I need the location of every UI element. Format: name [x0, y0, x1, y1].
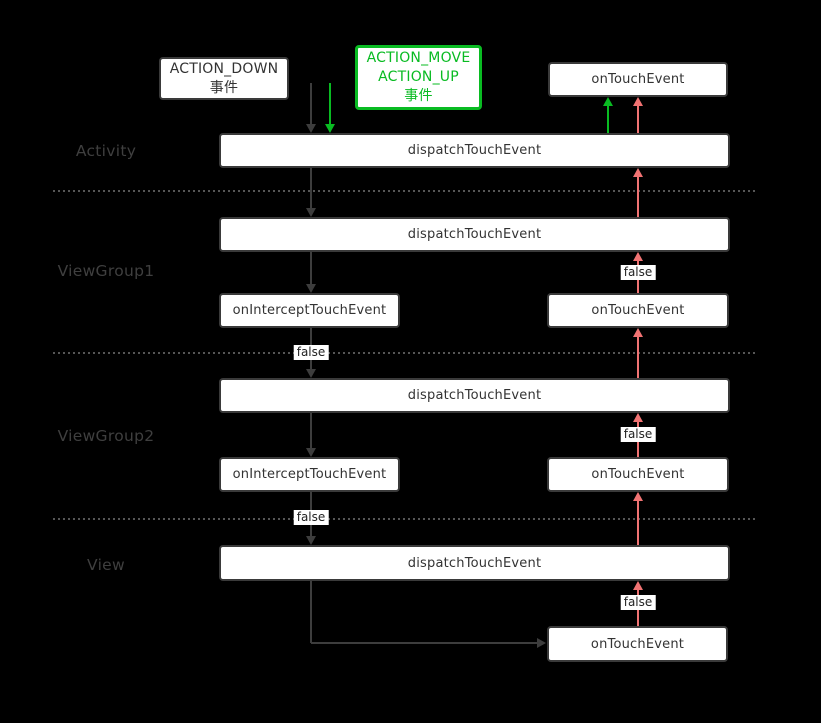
view-dispatch-elbow-vertical-line: [310, 581, 312, 643]
activity-to-viewgroup1-line: [310, 168, 312, 209]
activity-to-ontouch-green-line: [607, 106, 609, 133]
arrow-down-icon: [306, 208, 316, 217]
view-ontouchevent-box: onTouchEvent: [547, 626, 728, 662]
arrow-down-icon: [306, 369, 316, 378]
red-arrow-up-icon: [633, 413, 643, 422]
red-arrow-up-icon: [633, 168, 643, 177]
separator-viewgroup1-viewgroup2: [53, 352, 758, 354]
viewgroup1-dispatchtouchevent-label: dispatchTouchEvent: [407, 227, 542, 242]
view-dispatchtouchevent-label: dispatchTouchEvent: [407, 555, 542, 571]
action-move-line1: ACTION_MOVE: [366, 50, 471, 66]
action-down-event-box: ACTION_DOWN 事件: [159, 57, 289, 100]
viewgroup2-intercept-false-label: false: [293, 510, 329, 525]
action-down-line2: 事件: [209, 79, 239, 96]
row-label-activity: Activity: [75, 142, 137, 160]
viewgroup1-dispatch-to-intercept-line: [310, 252, 312, 285]
viewgroup2-to-viewgroup1-return-line: [637, 337, 639, 378]
viewgroup1-onintercepttouchevent-box: onInterceptTouchEvent: [219, 293, 400, 328]
viewgroup1-ontouch-false-label: false: [620, 265, 656, 280]
action-move-flow-line: [329, 83, 331, 125]
view-ontouch-false-label: false: [620, 595, 656, 610]
viewgroup1-onintercepttouchevent-label: onInterceptTouchEvent: [232, 303, 387, 318]
red-arrow-up-icon: [633, 581, 643, 590]
viewgroup2-onintercepttouchevent-label: onInterceptTouchEvent: [232, 467, 387, 482]
viewgroup1-to-activity-return-line: [637, 177, 639, 217]
red-arrow-up-icon: [633, 492, 643, 501]
viewgroup2-ontouchevent-label: onTouchEvent: [591, 467, 685, 482]
arrow-down-icon: [306, 284, 316, 293]
action-move-line3: 事件: [404, 88, 433, 104]
action-down-line1: ACTION_DOWN: [169, 60, 279, 77]
arrow-down-icon: [306, 536, 316, 545]
activity-dispatchtouchevent-label: dispatchTouchEvent: [407, 143, 542, 158]
view-to-viewgroup2-return-line: [637, 501, 639, 545]
view-dispatch-elbow-horizontal-line: [311, 642, 537, 644]
action-move-up-event-box: ACTION_MOVE ACTION_UP 事件: [355, 45, 482, 110]
activity-dispatchtouchevent-box: dispatchTouchEvent: [219, 133, 730, 168]
arrow-down-icon: [306, 448, 316, 457]
green-arrow-down-icon: [325, 124, 335, 133]
row-label-view: View: [87, 556, 125, 574]
viewgroup2-onintercepttouchevent-box: onInterceptTouchEvent: [219, 457, 400, 492]
row-label-viewgroup1: ViewGroup1: [57, 262, 155, 280]
viewgroup2-ontouch-false-label: false: [620, 427, 656, 442]
viewgroup2-ontouchevent-box: onTouchEvent: [547, 457, 729, 492]
separator-viewgroup2-view: [53, 518, 758, 520]
row-label-viewgroup2: ViewGroup2: [57, 427, 155, 445]
view-ontouchevent-label: onTouchEvent: [590, 636, 685, 652]
activity-ontouchevent-label: onTouchEvent: [591, 72, 685, 87]
red-arrow-up-icon: [633, 252, 643, 261]
separator-activity-viewgroup1: [53, 190, 758, 192]
action-move-line2: ACTION_UP: [378, 69, 459, 85]
action-down-flow-line: [310, 83, 312, 125]
arrow-down-icon: [306, 124, 316, 133]
red-arrow-up-icon: [633, 328, 643, 337]
view-dispatchtouchevent-box: dispatchTouchEvent: [219, 545, 730, 581]
activity-to-ontouch-return-line: [637, 106, 639, 133]
viewgroup2-dispatchtouchevent-box: dispatchTouchEvent: [219, 378, 730, 413]
viewgroup1-ontouchevent-label: onTouchEvent: [591, 303, 685, 318]
viewgroup1-ontouchevent-box: onTouchEvent: [547, 293, 729, 328]
viewgroup1-dispatchtouchevent-box: dispatchTouchEvent: [219, 217, 730, 252]
viewgroup1-intercept-false-label: false: [293, 345, 329, 360]
red-arrow-up-icon: [633, 97, 643, 106]
viewgroup2-dispatchtouchevent-label: dispatchTouchEvent: [407, 388, 542, 403]
viewgroup2-dispatch-to-intercept-line: [310, 413, 312, 449]
green-arrow-up-icon: [603, 97, 613, 106]
arrow-right-icon: [537, 638, 546, 648]
activity-ontouchevent-box: onTouchEvent: [548, 62, 728, 97]
